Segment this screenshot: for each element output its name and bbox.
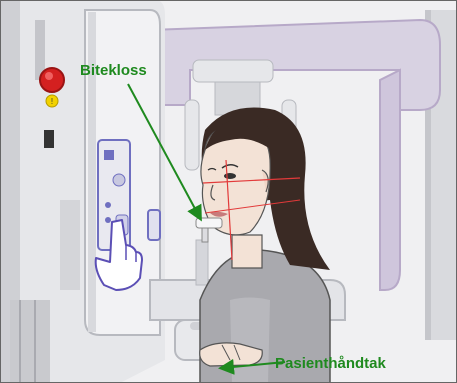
patient-handle-label: Pasienthåndtak bbox=[275, 355, 386, 372]
emergency-stop-icon bbox=[40, 68, 64, 92]
key-switch bbox=[44, 130, 54, 148]
side-panel-button bbox=[148, 210, 160, 240]
svg-text:!: ! bbox=[51, 97, 53, 106]
warning-icon: ! bbox=[46, 95, 58, 107]
bite-block-label: Bitekloss bbox=[80, 62, 147, 79]
